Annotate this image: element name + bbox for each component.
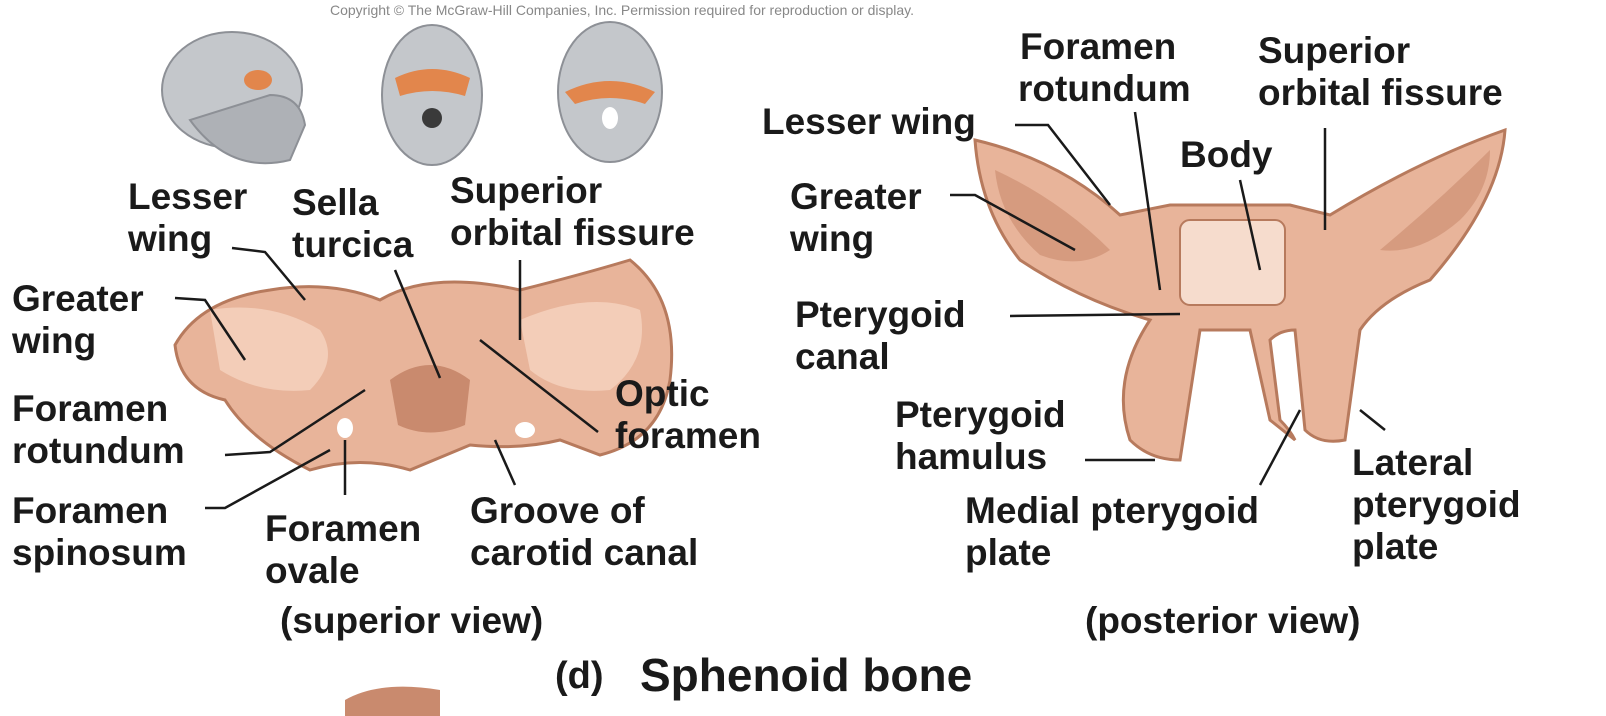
- skull-inferior-thumbnail: [382, 25, 482, 165]
- superior-view-label: (superior view): [280, 600, 543, 642]
- skull-superior-thumbnail: [558, 22, 662, 162]
- sphenoid-superior-view: [175, 260, 672, 470]
- figure-letter: (d): [555, 655, 604, 698]
- bone-fragment-bottom: [345, 687, 440, 716]
- posterior-view-label: (posterior view): [1085, 600, 1361, 642]
- skull-lateral-thumbnail: [162, 32, 305, 163]
- label-body: Body: [1180, 134, 1273, 176]
- label-lesser-wing-posterior: Lesser wing: [762, 101, 976, 143]
- figure-title: Sphenoid bone: [640, 648, 972, 702]
